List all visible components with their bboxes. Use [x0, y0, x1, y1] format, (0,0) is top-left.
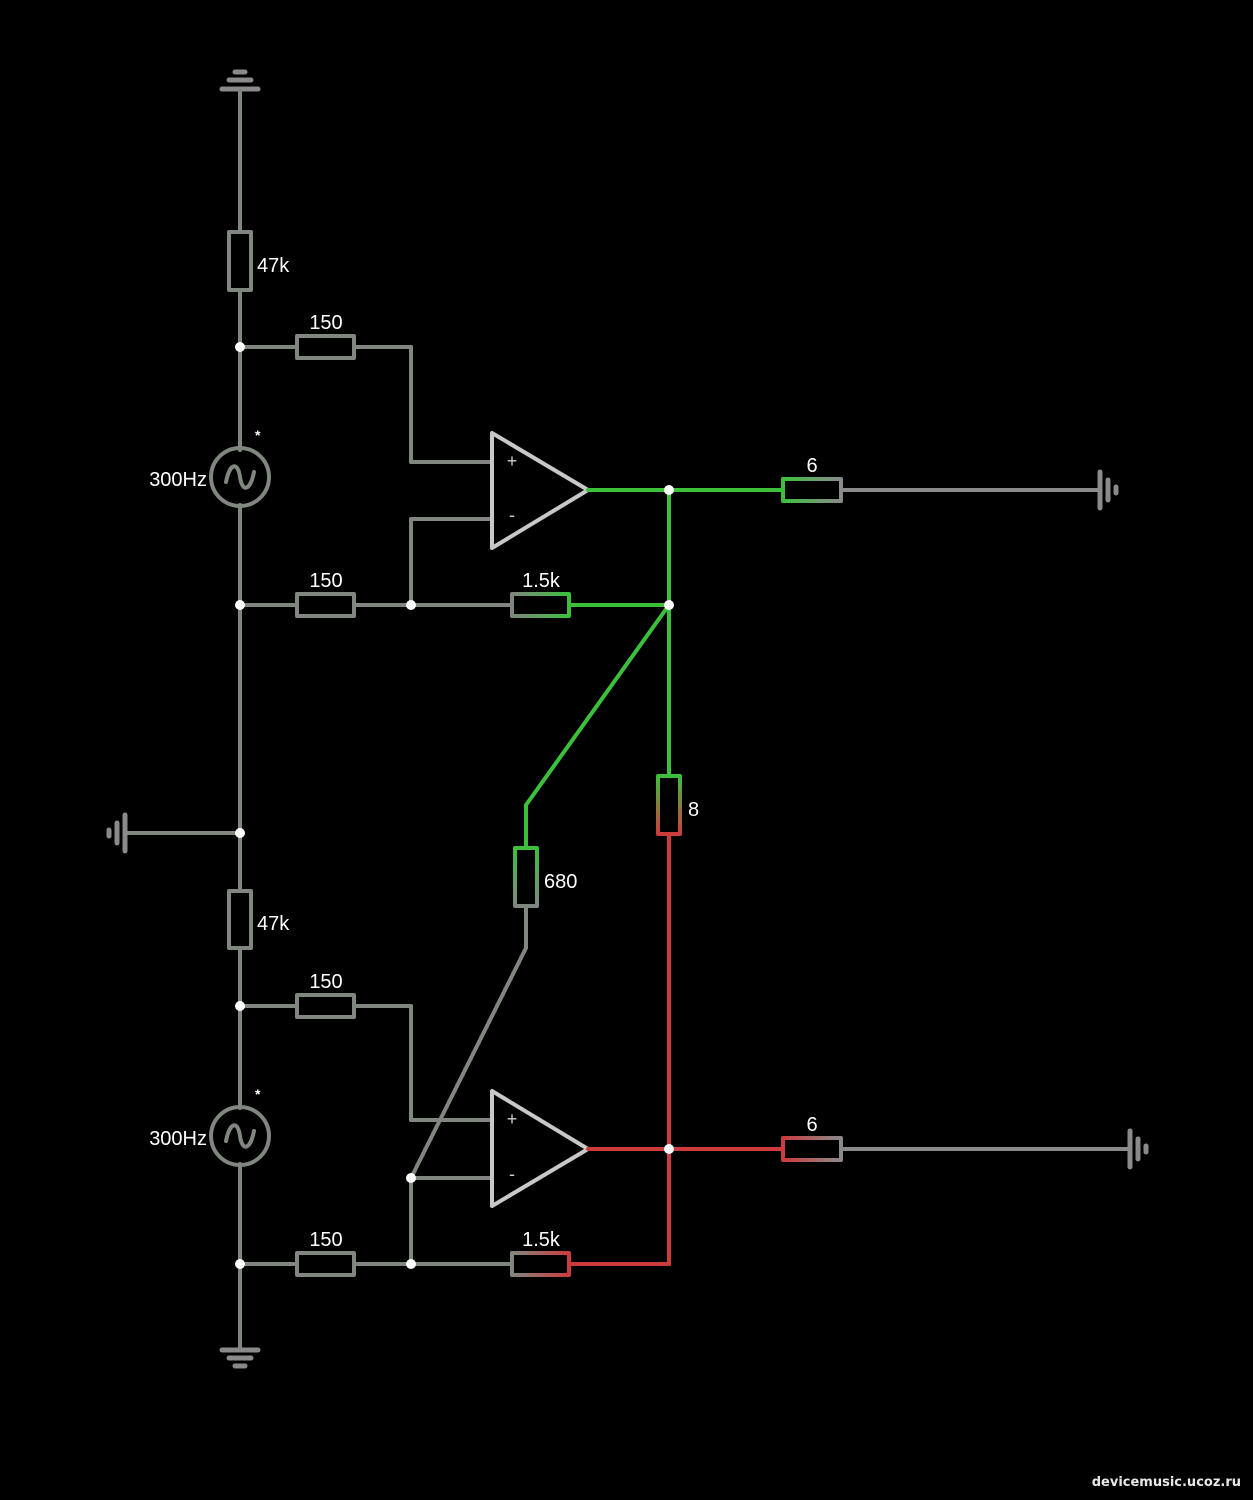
node [406, 1173, 416, 1183]
label-r-bottom-plus: 150 [309, 971, 342, 993]
wire-bottom-bias [238, 831, 528, 1352]
opamp-bottom-plus-sign: + [507, 1109, 518, 1129]
node [235, 1259, 245, 1269]
resistor-bottom-bias [227, 889, 253, 950]
node [235, 1001, 245, 1011]
label-r-speaker: 8 [688, 799, 699, 821]
resistor-bottom-plus [295, 993, 356, 1019]
ground-icon-middle [106, 812, 128, 854]
node [406, 1259, 416, 1269]
ground-icon-right-top [1097, 469, 1119, 511]
node [235, 828, 245, 838]
resistor-top-plus [295, 334, 356, 360]
resistor-bottom-feedback [510, 1251, 571, 1277]
marker-src-top: * [255, 427, 261, 443]
resistor-speaker [656, 774, 682, 836]
watermark: devicemusic.ucoz.ru [1091, 1475, 1241, 1490]
node [406, 600, 416, 610]
resistor-top-load [781, 477, 843, 503]
node [664, 1144, 674, 1154]
label-r-bottom-load: 6 [806, 1114, 817, 1136]
resistor-top-bias [227, 230, 253, 292]
opamp-bottom-minus-sign: - [509, 1164, 515, 1184]
node [235, 342, 245, 352]
ground-icon-bottom [219, 1347, 261, 1369]
node [664, 485, 674, 495]
label-r-bottom-feedback: 1.5k [522, 1229, 561, 1251]
ground-icon-top [219, 69, 261, 92]
resistor-bottom-load [781, 1136, 843, 1162]
marker-src-bottom: * [255, 1086, 261, 1102]
wire-bottom-output [567, 832, 785, 1266]
opamp-bottom [490, 1089, 590, 1208]
node [235, 600, 245, 610]
label-r-top-plus: 150 [309, 312, 342, 334]
label-r-bottom-minus: 150 [309, 1229, 342, 1251]
label-r-top-minus: 150 [309, 570, 342, 592]
ground-icon-right-bottom [1127, 1128, 1149, 1170]
wire-top-output [524, 488, 785, 850]
label-r-top-feedback: 1.5k [522, 570, 561, 592]
wire-top-bias [238, 87, 514, 835]
opamp-top-minus-sign: - [509, 505, 515, 525]
node [664, 600, 674, 610]
ac-source-icon-bottom [209, 1105, 271, 1167]
resistor-top-minus [295, 592, 356, 618]
label-r-top-bias: 47k [257, 255, 290, 277]
resistor-top-feedback [510, 592, 571, 618]
ac-source-icon-top [209, 446, 271, 508]
label-r-top-load: 6 [806, 455, 817, 477]
junction-nodes [235, 342, 674, 1269]
label-r-bottom-bias: 47k [257, 913, 290, 935]
resistor-bottom-minus [295, 1251, 356, 1277]
label-r-bridge: 680 [544, 871, 577, 893]
opamp-top-plus-sign: + [507, 451, 518, 471]
opamp-top [490, 431, 590, 550]
resistor-bridge [513, 846, 539, 908]
label-src-bottom: 300Hz [149, 1128, 207, 1150]
label-src-top: 300Hz [149, 469, 207, 491]
